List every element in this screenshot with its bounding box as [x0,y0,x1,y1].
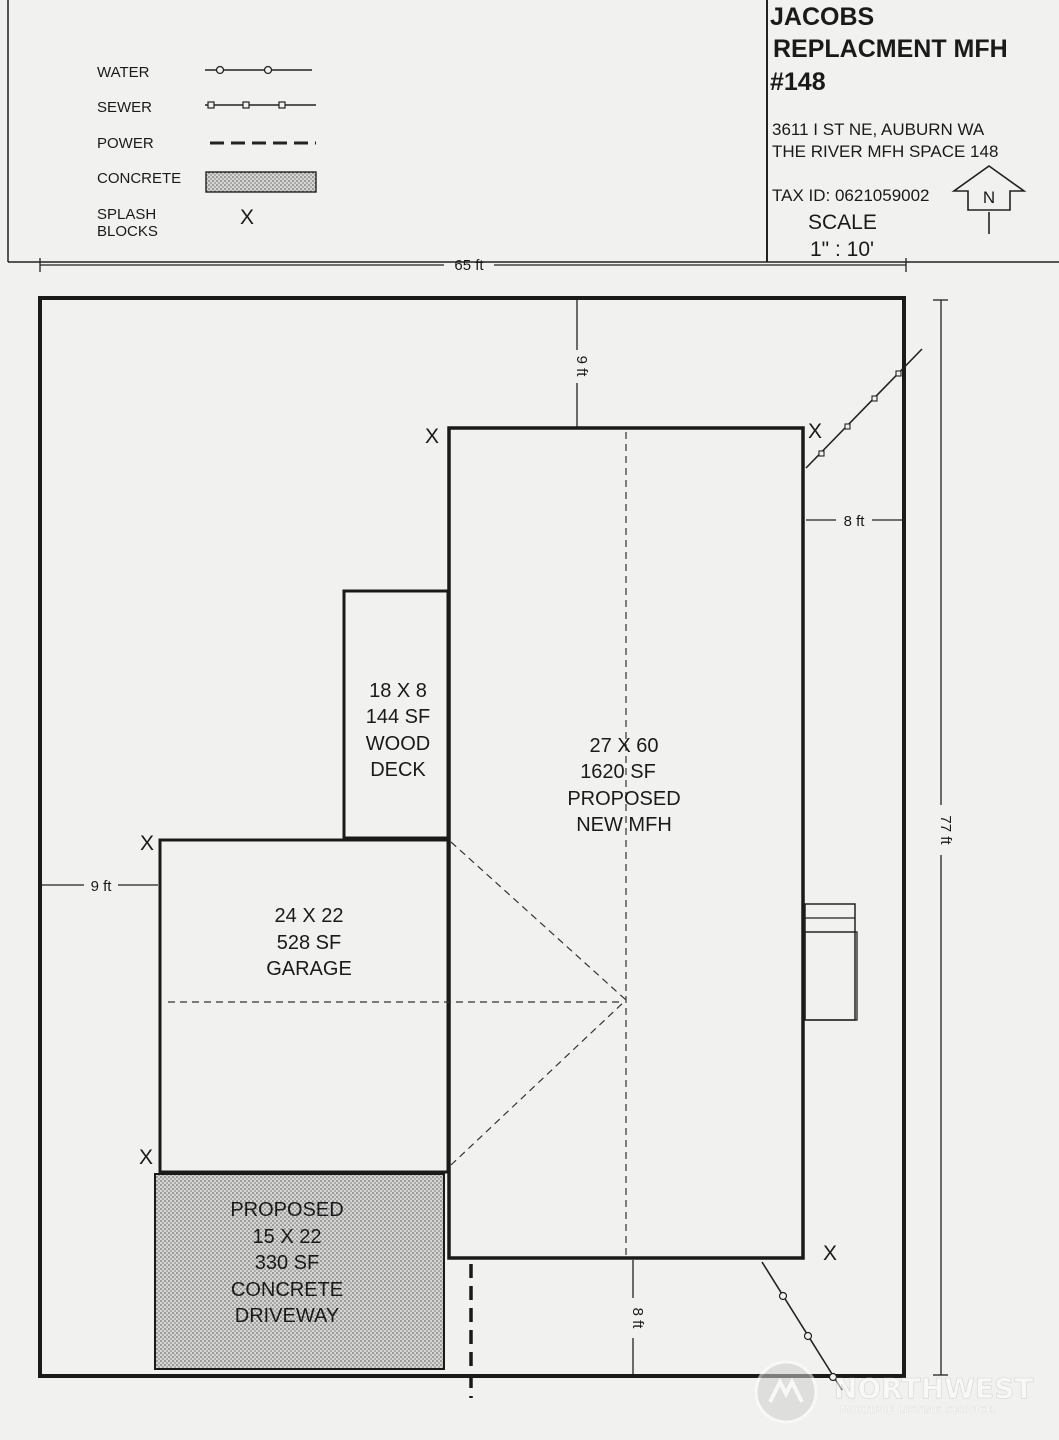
garage-label-2: 528 SF [277,932,341,954]
water-line-icon [205,65,312,75]
scale-label: SCALE [808,211,877,234]
right-setback: 8 ft [806,513,902,530]
north-label: N [983,188,995,207]
watermark-tagline: MULTIPLE LISTING SERVICE. [840,1405,996,1416]
concrete-swatch-icon [205,171,317,193]
splash-block-x-icon: X [240,206,254,229]
legend-water-label: WATER [97,64,150,81]
title-line-3: #148 [770,68,826,96]
bottom-setback: 8 ft [629,1260,646,1374]
title-line-1: JACOBS [770,3,874,31]
concrete-driveway: PROPOSED 15 X 22 330 SF CONCRETE DRIVEWA… [154,1173,445,1370]
width-dimension-label: 65 ft [454,257,484,274]
tax-id: TAX ID: 0621059002 [772,186,930,205]
water-utility-line [761,1261,843,1391]
legend-power-label: POWER [97,135,154,152]
mfh-label-1: 27 X 60 [590,735,659,757]
address-line-2: THE RIVER MFH SPACE 148 [772,142,998,161]
deck-label-3: WOOD [366,733,430,755]
paper-border [7,0,1059,263]
legend: WATER SEWER POWER CONCRETE SPLASH BLOCKS… [97,64,317,240]
splash-block-x-icon: X [823,1242,837,1265]
title-line-2: REPLACMENT MFH [773,35,1008,63]
wood-deck: 18 X 8 144 SF WOOD DECK [342,589,450,840]
sewer-line-icon [205,101,316,109]
mfh-label-2: 1620 SF [580,761,656,783]
sewer-utility-line [805,348,923,469]
driveway-label-2: 15 X 22 [253,1226,322,1248]
title-block: JACOBS REPLACMENT MFH #148 3611 I ST NE,… [766,0,1027,262]
driveway-label-5: DRIVEWAY [235,1305,339,1327]
width-dimension: 65 ft [39,257,907,274]
legend-splash-label: SPLASH [97,206,156,223]
deck-label-4: DECK [370,759,426,781]
legend-concrete-label: CONCRETE [97,170,181,187]
left-setback: 9 ft [42,878,158,895]
deck-label-2: 144 SF [366,706,430,728]
mfh-label-3: PROPOSED [567,788,680,810]
garage-label-3: GARAGE [266,958,352,980]
splash-block-x-icon: X [140,832,154,855]
entry-steps [804,903,858,1021]
driveway-label-4: CONCRETE [231,1279,343,1301]
splash-block-x-icon: X [425,425,439,448]
top-setback-label: 9 ft [573,356,590,378]
legend-blocks-label: BLOCKS [97,223,158,240]
scale-value: 1" : 10' [810,238,874,261]
deck-label-1: 18 X 8 [369,680,427,702]
garage-label-1: 24 X 22 [275,905,344,927]
watermark-brand: NORTHWEST [834,1372,1033,1405]
bottom-setback-label: 8 ft [629,1308,646,1330]
left-setback-label: 9 ft [91,878,113,895]
right-setback-label: 8 ft [844,513,866,530]
height-dimension-label: 77 ft [937,815,954,845]
mfh-structure: 27 X 60 1620 SF PROPOSED NEW MFH [447,426,805,1260]
driveway-label-3: 330 SF [255,1252,319,1274]
height-dimension: 77 ft [933,299,954,1376]
splash-block-x-icon: X [139,1146,153,1169]
address-line-1: 3611 I ST NE, AUBURN WA [772,120,985,139]
watermark: NORTHWEST MULTIPLE LISTING SERVICE. [754,1360,1034,1424]
legend-sewer-label: SEWER [97,99,152,116]
driveway-label-1: PROPOSED [230,1199,343,1221]
mfh-label-4: NEW MFH [576,814,672,836]
north-arrow-icon: N [951,165,1027,234]
top-setback: 9 ft [573,300,590,428]
garage: 24 X 22 528 SF GARAGE [158,838,620,1174]
splash-block-x-icon: X [808,420,822,443]
splash-block-marks: X X X X X [139,420,837,1265]
